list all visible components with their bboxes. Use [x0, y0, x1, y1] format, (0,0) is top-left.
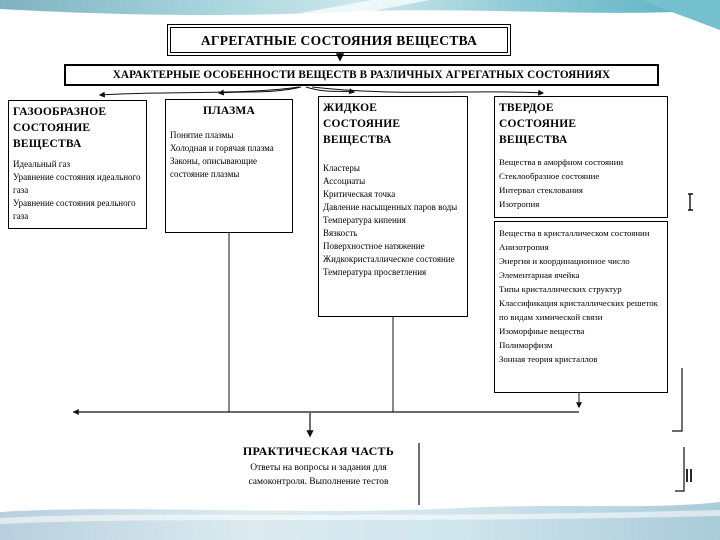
list-item: Зонная теория кристаллов: [499, 354, 598, 364]
diagram-title-box: АГРЕГАТНЫЕ СОСТОЯНИЯ ВЕЩЕСТВА: [167, 24, 511, 56]
right-margin-mark-1: [688, 193, 693, 211]
list-item: Классификация кристаллических решеток по…: [499, 298, 658, 322]
list-item: Типы кристаллических структур: [499, 284, 622, 294]
list-item: Идеальный газ: [13, 159, 71, 169]
arrow-to-solid: [311, 86, 545, 96]
arrow-to-gas: [98, 86, 300, 98]
box-gaseous-state: ГАЗООБРАЗНОЕ СОСТОЯНИЕ ВЕЩЕСТВА Идеальны…: [8, 100, 147, 229]
list-item: Поверхностное натяжение: [323, 241, 425, 251]
list-item: Жидкокристаллическое состояние: [323, 254, 455, 264]
box-gaseous-title: ГАЗООБРАЗНОЕ СОСТОЯНИЕ ВЕЩЕСТВА: [13, 106, 107, 150]
diagram-subtitle-box: ХАРАКТЕРНЫЕ ОСОБЕННОСТИ ВЕЩЕСТВ В РАЗЛИЧ…: [64, 64, 659, 86]
right-margin-bracket-1: [672, 368, 683, 432]
list-item: Уравнение состояния реального газа: [13, 198, 136, 221]
list-item: Полиморфизм: [499, 340, 553, 350]
box-liquid-state: ЖИДКОЕ СОСТОЯНИЕ ВЕЩЕСТВА Кластеры Ассоц…: [318, 96, 468, 317]
list-item: Температура просветления: [323, 267, 427, 277]
list-item: Вязкость: [323, 228, 358, 238]
box-plasma: ПЛАЗМА Понятие плазмы Холодная и горячая…: [165, 99, 293, 233]
solid-crystalline-item-list: Вещества в кристаллическом состоянии Ани…: [499, 226, 663, 366]
box-plasma-title: ПЛАЗМА: [203, 105, 255, 117]
box-liquid-title: ЖИДКОЕ СОСТОЯНИЕ ВЕЩЕСТВА: [323, 102, 401, 146]
list-item: Элементарная ячейка: [499, 270, 580, 280]
list-item: Холодная и горячая плазма: [170, 143, 274, 153]
list-item: Уравнение состояния идеального газа: [13, 172, 141, 195]
list-item: Кластеры: [323, 163, 360, 173]
arrow-to-liquid: [305, 86, 356, 95]
box-solid-crystalline: Вещества в кристаллическом состоянии Ани…: [494, 221, 668, 393]
practical-text: Ответы на вопросы и задания для самоконт…: [248, 463, 389, 487]
plasma-item-list: Понятие плазмы Холодная и горячая плазма…: [170, 129, 288, 181]
list-item: Интервал стеклования: [499, 185, 583, 195]
liquid-item-list: Кластеры Ассоциаты Критическая точка Дав…: [323, 162, 463, 279]
box-practical-part: ПРАКТИЧЕСКАЯ ЧАСТЬ Ответы на вопросы и з…: [218, 443, 419, 505]
list-item: Стеклообразное состояние: [499, 171, 600, 181]
gaseous-item-list: Идеальный газ Уравнение состояния идеаль…: [13, 158, 142, 223]
arrow-to-plasma: [217, 86, 302, 96]
list-item: Энергия и координационное число: [499, 256, 630, 266]
list-item: Анизотропия: [499, 242, 549, 252]
list-item: Давление насыщенных паров воды: [323, 202, 458, 212]
list-item: Ассоциаты: [323, 176, 366, 186]
list-item: Изотропия: [499, 199, 540, 209]
list-item: Вещества в кристаллическом состоянии: [499, 228, 650, 238]
list-item: Изоморфные вещества: [499, 326, 585, 336]
list-item: Вещества в аморфном состоянии: [499, 157, 624, 167]
list-item: Критическая точка: [323, 189, 396, 199]
right-margin-bracket-2: [675, 447, 685, 492]
list-item: Законы, описывающие состояние плазмы: [170, 156, 258, 179]
box-solid-state: ТВЕРДОЕ СОСТОЯНИЕ ВЕЩЕСТВА Вещества в ам…: [494, 96, 668, 218]
list-item: Температура кипения: [323, 215, 406, 225]
right-margin-mark-2: [686, 469, 692, 482]
list-item: Понятие плазмы: [170, 130, 234, 140]
practical-title: ПРАКТИЧЕСКАЯ ЧАСТЬ: [242, 444, 395, 458]
diagram-title: АГРЕГАТНЫЕ СОСТОЯНИЯ ВЕЩЕСТВА: [200, 33, 478, 48]
box-solid-title: ТВЕРДОЕ СОСТОЯНИЕ ВЕЩЕСТВА: [499, 102, 577, 146]
solid-amorphous-item-list: Вещества в аморфном состоянии Стеклообра…: [499, 155, 663, 211]
diagram-subtitle: ХАРАКТЕРНЫЕ ОСОБЕННОСТИ ВЕЩЕСТВ В РАЗЛИЧ…: [112, 69, 611, 81]
